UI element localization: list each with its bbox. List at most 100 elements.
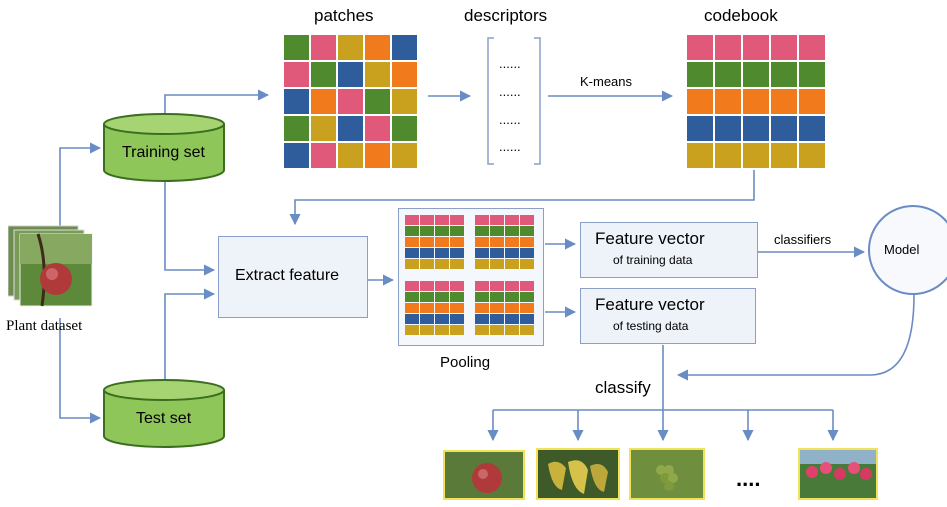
image-tile [490,281,504,291]
image-tile [687,62,713,87]
image-tile [520,215,534,225]
plant-photo-icon [8,225,93,307]
bracket-icon [487,37,541,165]
image-tile [450,226,464,236]
image-tile [311,89,336,114]
image-tile [490,325,504,335]
image-tile [338,62,363,87]
classifiers-label: classifiers [774,232,832,247]
image-tile [799,143,825,168]
model-node: Model [868,205,947,295]
image-tile [284,35,309,60]
image-tile [420,303,434,313]
image-tile [490,248,504,258]
image-tile [771,116,797,141]
image-tile [799,35,825,60]
image-tile [771,35,797,60]
image-tile [420,226,434,236]
image-tile [505,237,519,247]
image-tile [435,226,449,236]
plant-dataset-stack [8,224,100,310]
descriptors-bracket: ...... ...... ...... ...... [486,36,542,166]
model-label: Model [884,242,920,257]
image-tile [338,89,363,114]
image-tile [520,259,534,269]
image-tile [490,215,504,225]
image-tile [420,259,434,269]
image-tile [311,116,336,141]
descriptor-dots-3: ...... [499,112,521,127]
image-tile [435,259,449,269]
image-tile [392,143,417,168]
image-tile [420,314,434,324]
image-tile [490,259,504,269]
image-tile [520,237,534,247]
pooling-tiles [405,215,534,335]
image-tile [450,215,464,225]
image-tile [520,314,534,324]
image-tile [405,259,419,269]
image-tile [311,62,336,87]
image-tile [405,314,419,324]
image-tile [743,62,769,87]
patches-title: patches [314,6,374,25]
image-tile [520,281,534,291]
image-tile [715,89,741,114]
image-tile [284,143,309,168]
patches-grid [283,34,421,170]
descriptor-dots-1: ...... [499,56,521,71]
image-tile [405,325,419,335]
image-tile [715,35,741,60]
descriptor-dots-4: ...... [499,139,521,154]
result-image-5 [798,448,878,500]
image-tile [435,215,449,225]
image-tile [284,116,309,141]
arrow-dataset-to-test [59,318,102,424]
image-tile [490,237,504,247]
feature-vector-testing-box: Feature vector of testing data [580,288,756,344]
image-tile [520,325,534,335]
arrow-test-to-extract [164,288,216,380]
image-tile [505,314,519,324]
image-tile [475,325,489,335]
image-tile [420,292,434,302]
arrow-training-to-patches [164,89,270,115]
database-cylinder-icon [103,113,225,182]
extract-feature-box: Extract feature [218,236,368,318]
feature-vector-training-box: Feature vector of training data [580,222,758,278]
image-tile [505,281,519,291]
image-tile [475,215,489,225]
plant-photo-icon [631,450,703,498]
image-tile [338,35,363,60]
image-tile [715,116,741,141]
image-tile [450,237,464,247]
image-tile [475,314,489,324]
image-tile [405,303,419,313]
image-tile [365,35,390,60]
arrow-codebook-to-extract [289,170,755,226]
image-tile [743,143,769,168]
kmeans-label: K-means [580,74,633,89]
fv-testing-sub: of testing data [613,319,689,333]
image-tile [450,292,464,302]
image-tile [490,303,504,313]
arrow-model-to-classify [676,294,915,381]
image-tile [520,248,534,258]
image-tile [450,303,464,313]
image-tile [405,281,419,291]
classify-label: classify [595,378,651,397]
image-tile [392,62,417,87]
image-tile [505,226,519,236]
test-set-cylinder: Test set [102,378,226,450]
pooling-box [398,208,544,346]
image-tile [311,35,336,60]
image-tile [687,143,713,168]
image-tile [505,248,519,258]
image-tile [311,143,336,168]
image-tile [405,215,419,225]
image-tile [475,237,489,247]
image-tile [435,248,449,258]
image-tile [505,303,519,313]
image-tile [475,281,489,291]
